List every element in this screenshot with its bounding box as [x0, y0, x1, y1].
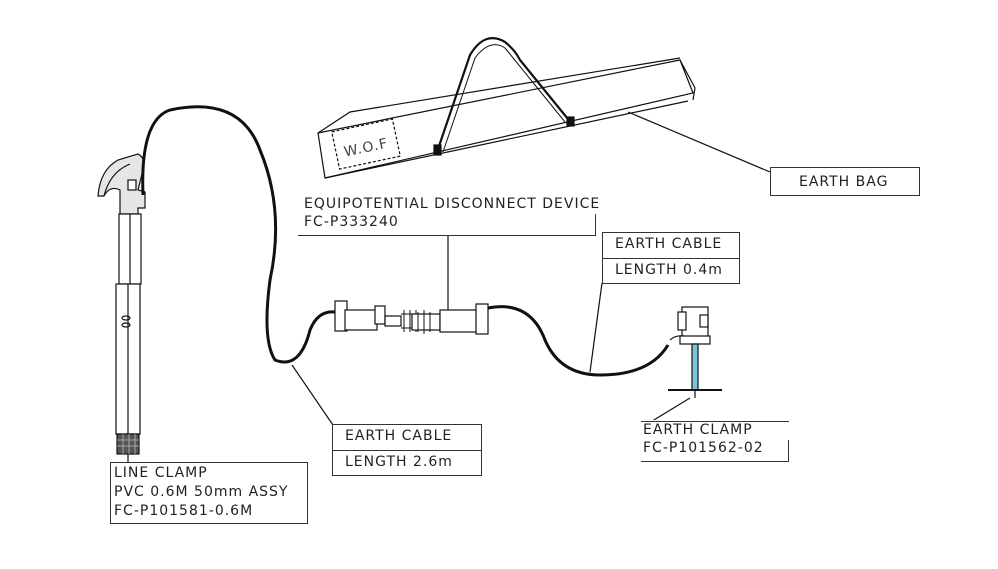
earth-cable-long-label-box: EARTH CABLE LENGTH 2.6m	[332, 424, 482, 476]
disconnect-device-part-number: FC-P333240	[298, 214, 596, 236]
earth-cable-short-drawing	[487, 305, 670, 377]
line-clamp-description: PVC 0.6M 50mm ASSY	[114, 484, 289, 500]
line-clamp-part-number: FC-P101581-0.6M	[114, 503, 254, 519]
earth-bag-drawing	[317, 37, 771, 179]
earth-clamp-label-box: EARTH CLAMP FC-P101562-02	[641, 420, 789, 462]
earth-bag-label-box: EARTH BAG	[770, 167, 920, 196]
disconnect-device-name: EQUIPOTENTIAL DISCONNECT DEVICE	[304, 196, 601, 212]
earth-clamp-drawing	[643, 306, 722, 427]
earth-clamp-part-number: FC-P101562-02	[641, 440, 789, 462]
earth-cable-short-leader	[589, 282, 603, 373]
disconnect-device-label-box: EQUIPOTENTIAL DISCONNECT DEVICE FC-P3332…	[298, 194, 601, 236]
disconnect-device-drawing	[334, 236, 489, 335]
line-clamp-drawing	[97, 153, 146, 462]
earth-clamp-name: EARTH CLAMP	[641, 421, 789, 438]
line-clamp-name: LINE CLAMP	[114, 465, 208, 481]
earth-cable-long-title: EARTH CABLE	[345, 428, 453, 444]
earth-cable-short-title: EARTH CABLE	[615, 236, 723, 252]
earth-cable-short-label-box: EARTH CABLE LENGTH 0.4m	[602, 232, 740, 284]
earth-cable-short-length: LENGTH 0.4m	[603, 258, 739, 284]
earth-bag-label: EARTH BAG	[799, 174, 889, 190]
earth-cable-long-length: LENGTH 2.6m	[333, 450, 481, 476]
earth-cable-long-drawing	[141, 105, 336, 364]
line-clamp-label-box: LINE CLAMP PVC 0.6M 50mm ASSY FC-P101581…	[110, 462, 308, 524]
earth-cable-long-leader	[291, 364, 336, 429]
